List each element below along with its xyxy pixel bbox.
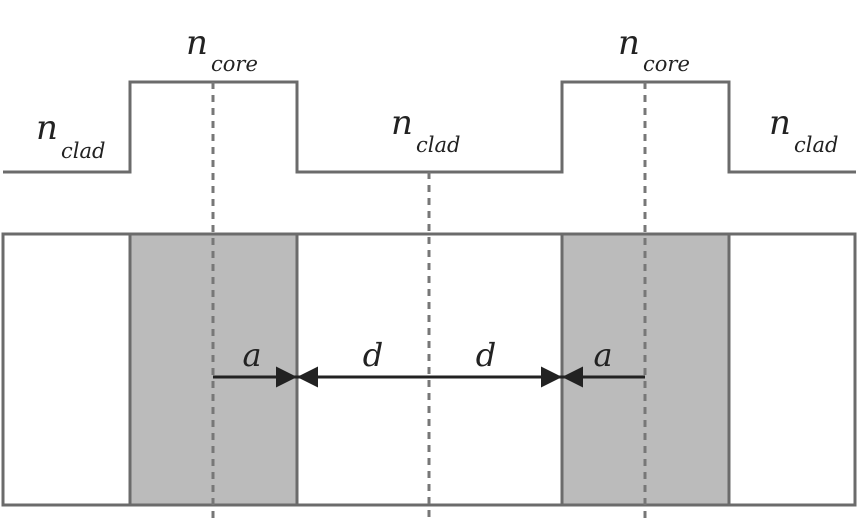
a-left-label: a xyxy=(242,336,261,374)
n-symbol: n xyxy=(618,23,640,63)
n-symbol: n xyxy=(769,103,791,143)
n-clad-right-label: n clad xyxy=(769,103,838,157)
n-core-left-label: n core xyxy=(186,23,258,76)
n-core-right-label: n core xyxy=(618,23,690,76)
core-subscript: core xyxy=(211,52,258,76)
clad-subscript: clad xyxy=(61,139,105,163)
d-left-label: d xyxy=(363,336,383,374)
n-clad-left-label: n clad xyxy=(36,108,105,163)
a-right-label: a xyxy=(593,336,612,374)
index-profile-line xyxy=(3,80,856,174)
n-clad-center-label: n clad xyxy=(391,103,460,157)
clad-subscript: clad xyxy=(416,133,460,157)
n-symbol: n xyxy=(391,103,413,143)
n-symbol: n xyxy=(36,108,58,148)
d-right-label: d xyxy=(476,336,496,374)
core-subscript: core xyxy=(643,52,690,76)
clad-subscript: clad xyxy=(794,133,838,157)
n-symbol: n xyxy=(186,23,208,63)
